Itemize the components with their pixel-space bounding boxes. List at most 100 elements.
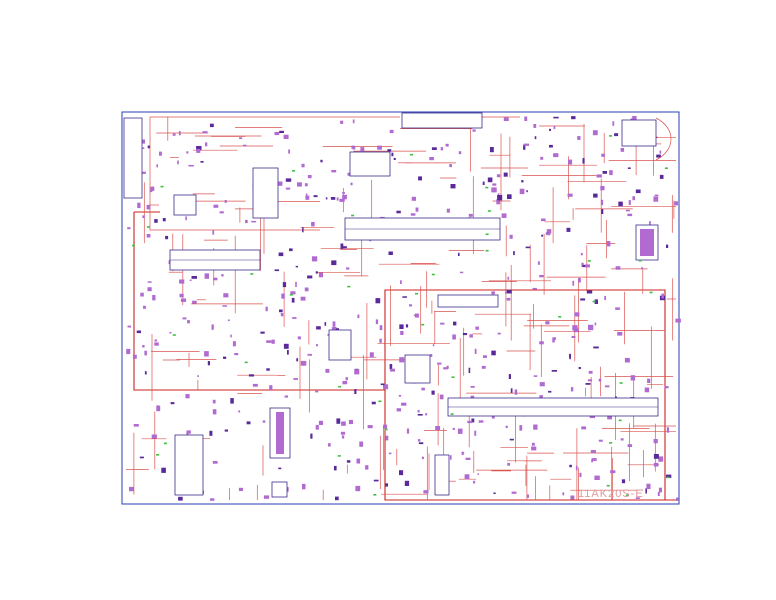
component [545, 321, 550, 325]
component [262, 420, 266, 423]
component [413, 314, 417, 317]
component [635, 497, 640, 499]
component [549, 128, 551, 131]
test-point [163, 442, 167, 445]
component [526, 190, 528, 193]
component [600, 199, 604, 206]
component [449, 164, 452, 168]
component [584, 264, 590, 268]
test-point [558, 316, 562, 318]
component [653, 462, 659, 467]
component [482, 181, 485, 185]
component [465, 457, 471, 460]
component [283, 134, 289, 139]
component [278, 252, 284, 257]
component [548, 390, 552, 393]
component [654, 194, 659, 197]
component [627, 444, 633, 447]
component [318, 272, 323, 278]
component [471, 418, 475, 423]
component [472, 129, 476, 132]
transformer [269, 407, 291, 459]
component [570, 387, 574, 392]
component [415, 207, 419, 212]
component [570, 495, 575, 500]
component [659, 174, 664, 179]
test-point [587, 260, 591, 262]
component [443, 367, 448, 370]
ic-left-edge-connector [123, 117, 143, 199]
component [238, 410, 241, 413]
component [269, 385, 273, 390]
component [197, 375, 199, 377]
component [581, 426, 587, 430]
component [578, 277, 581, 283]
component [593, 193, 598, 198]
component [239, 137, 243, 139]
component [245, 219, 248, 224]
component [452, 334, 456, 340]
component [567, 193, 573, 197]
component [591, 459, 593, 463]
component [223, 356, 227, 359]
component [533, 424, 538, 430]
component [300, 360, 307, 366]
test-point [609, 135, 613, 137]
component [590, 450, 596, 453]
test-point [160, 185, 164, 188]
component [474, 430, 477, 436]
component [359, 441, 364, 447]
component [594, 475, 600, 480]
component [301, 163, 305, 168]
component [293, 378, 298, 380]
test-point [485, 249, 489, 252]
component [179, 293, 184, 298]
component [187, 320, 190, 324]
component [425, 413, 428, 416]
component [409, 304, 412, 307]
component [625, 209, 630, 212]
component [439, 394, 444, 400]
component [534, 136, 537, 140]
component [491, 187, 497, 193]
component [265, 306, 268, 312]
component [510, 388, 513, 393]
component [252, 383, 258, 387]
component [143, 305, 146, 309]
component [212, 409, 217, 415]
component [493, 492, 496, 494]
component [467, 420, 473, 424]
component [539, 341, 544, 345]
component [519, 188, 525, 195]
component [601, 209, 604, 214]
test-point [431, 273, 435, 276]
component [541, 218, 546, 222]
component [232, 341, 236, 347]
component [260, 331, 265, 334]
component [491, 414, 495, 419]
component [288, 149, 290, 154]
component [635, 189, 641, 194]
component [344, 381, 348, 384]
component [552, 337, 555, 343]
component [346, 267, 350, 270]
component [396, 408, 401, 412]
test-point [619, 382, 623, 384]
component [154, 219, 158, 223]
component [418, 176, 422, 181]
test-point [592, 300, 596, 303]
component [509, 438, 514, 441]
test-point [625, 494, 629, 496]
test-point [172, 334, 176, 336]
test-point [606, 484, 610, 487]
component [342, 194, 347, 200]
component [221, 274, 224, 277]
component [185, 394, 190, 399]
test-point [485, 233, 489, 236]
component [411, 196, 416, 201]
component [348, 419, 353, 425]
component [393, 157, 396, 160]
component [186, 431, 189, 437]
component [464, 474, 470, 480]
component [367, 425, 373, 429]
